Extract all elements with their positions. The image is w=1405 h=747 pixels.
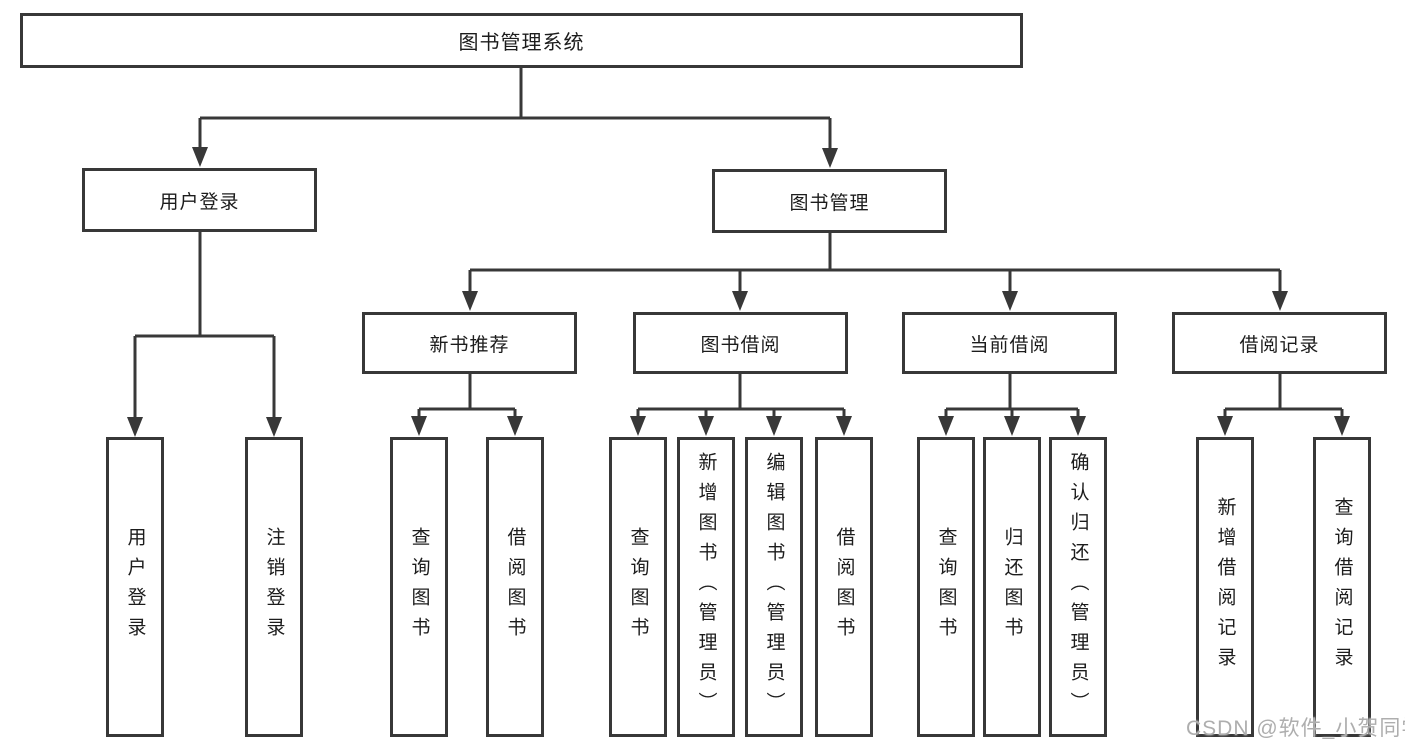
leaf-label: 新增图书（管理员）	[695, 452, 717, 722]
arrow-down-icon	[1004, 416, 1020, 436]
arrow-down-icon	[630, 416, 646, 436]
leaf-query-books-borrowing: 查询图书	[609, 437, 667, 737]
leaf-label: 编辑图书（管理员）	[763, 452, 785, 722]
leaf-add-borrow-record: 新增借阅记录	[1196, 437, 1254, 737]
arrow-down-icon	[1272, 291, 1288, 311]
leaf-label: 新增借阅记录	[1214, 497, 1236, 677]
leaf-label: 查询图书	[408, 527, 430, 647]
arrow-down-icon	[938, 416, 954, 436]
leaf-add-books-admin: 新增图书（管理员）	[677, 437, 735, 737]
leaf-label: 借阅图书	[833, 527, 855, 647]
node-book-management: 图书管理	[712, 169, 947, 233]
leaf-user-login: 用户登录	[106, 437, 164, 737]
leaf-return-books: 归还图书	[983, 437, 1041, 737]
leaf-label: 用户登录	[124, 527, 146, 647]
arrow-down-icon	[1217, 416, 1233, 436]
arrow-down-icon	[766, 416, 782, 436]
leaf-label: 确认归还（管理员）	[1067, 452, 1089, 722]
leaf-query-books-current: 查询图书	[917, 437, 975, 737]
leaf-label: 查询图书	[627, 527, 649, 647]
node-new-book-recommendation: 新书推荐	[362, 312, 577, 374]
leaf-borrow-books-borrowing: 借阅图书	[815, 437, 873, 737]
leaf-label: 查询借阅记录	[1331, 497, 1353, 677]
arrow-down-icon	[698, 416, 714, 436]
arrow-down-icon	[1070, 416, 1086, 436]
node-borrowing-records: 借阅记录	[1172, 312, 1387, 374]
node-user-login: 用户登录	[82, 168, 317, 232]
leaf-confirm-return-admin: 确认归还（管理员）	[1049, 437, 1107, 737]
leaf-label: 查询图书	[935, 527, 957, 647]
arrow-down-icon	[127, 417, 143, 437]
arrow-down-icon	[822, 148, 838, 168]
arrow-down-icon	[507, 416, 523, 436]
leaf-label: 借阅图书	[504, 527, 526, 647]
leaf-borrow-books-recommend: 借阅图书	[486, 437, 544, 737]
leaf-label: 注销登录	[263, 527, 285, 647]
arrow-down-icon	[192, 147, 208, 167]
arrow-down-icon	[411, 416, 427, 436]
node-library-management-system: 图书管理系统	[20, 13, 1023, 68]
leaf-logout: 注销登录	[245, 437, 303, 737]
arrow-down-icon	[462, 291, 478, 311]
leaf-edit-books-admin: 编辑图书（管理员）	[745, 437, 803, 737]
arrow-down-icon	[732, 291, 748, 311]
arrow-down-icon	[836, 416, 852, 436]
leaf-query-borrow-record: 查询借阅记录	[1313, 437, 1371, 737]
node-book-borrowing: 图书借阅	[633, 312, 848, 374]
csdn-watermark: CSDN @软件_小贺同学	[1186, 717, 1405, 740]
node-current-borrowing: 当前借阅	[902, 312, 1117, 374]
arrow-down-icon	[1002, 291, 1018, 311]
arrow-down-icon	[1334, 416, 1350, 436]
arrow-down-icon	[266, 417, 282, 437]
leaf-query-books-recommend: 查询图书	[390, 437, 448, 737]
leaf-label: 归还图书	[1001, 527, 1023, 647]
